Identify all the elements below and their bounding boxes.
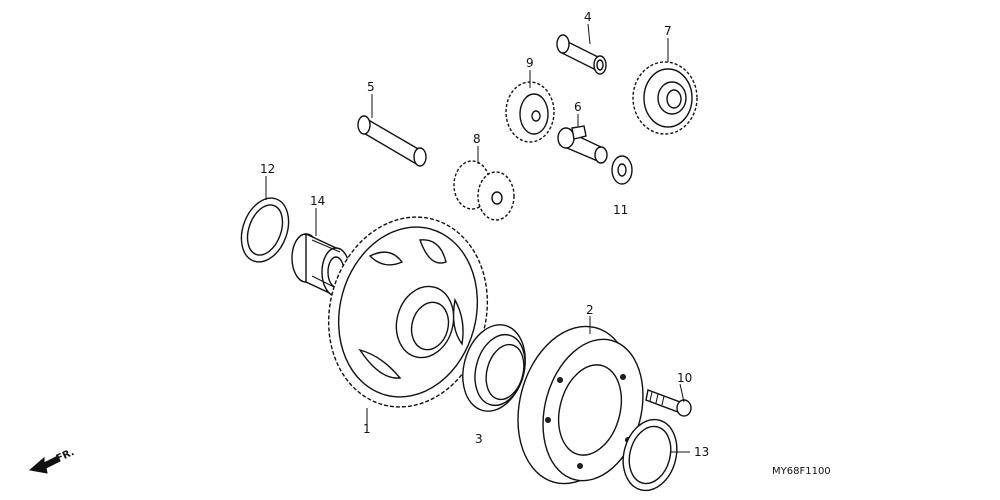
callout-4: 4 xyxy=(584,10,592,24)
front-arrow-icon xyxy=(28,455,61,474)
callout-labels: 4 7 9 5 6 8 12 14 11 2 10 1 3 13 xyxy=(260,10,709,459)
part-13-seal xyxy=(622,418,678,492)
drawing-code: MY68F1100 xyxy=(772,466,831,477)
part-8-gear xyxy=(453,160,515,221)
callout-9: 9 xyxy=(526,56,534,70)
callout-1: 1 xyxy=(363,422,371,436)
callout-14: 14 xyxy=(310,194,325,208)
callout-13: 13 xyxy=(694,445,709,459)
part-12-washer xyxy=(240,197,290,263)
part-2-clutch-outer xyxy=(517,325,644,485)
callout-3: 3 xyxy=(475,432,483,446)
part-9-gear xyxy=(505,81,555,143)
direction-label: FR. xyxy=(55,447,76,465)
part-7-gear xyxy=(632,61,698,135)
callout-8: 8 xyxy=(473,132,481,146)
part-4-pin xyxy=(556,34,607,75)
callout-2: 2 xyxy=(586,303,594,317)
callout-10: 10 xyxy=(677,371,692,385)
front-direction-indicator: FR. xyxy=(28,447,76,474)
part-11-washer xyxy=(611,155,633,185)
part-5-pin xyxy=(357,115,427,167)
part-6-shaft xyxy=(557,125,608,164)
callout-7: 7 xyxy=(664,24,672,38)
callout-5: 5 xyxy=(367,80,375,94)
leader-lines xyxy=(265,23,690,453)
callout-12: 12 xyxy=(260,162,275,176)
part-3-one-way-clutch xyxy=(462,324,526,412)
callout-11: 11 xyxy=(613,203,628,217)
part-10-bolt xyxy=(645,389,692,417)
callout-6: 6 xyxy=(574,100,582,114)
part-1-driven-gear xyxy=(327,216,489,408)
